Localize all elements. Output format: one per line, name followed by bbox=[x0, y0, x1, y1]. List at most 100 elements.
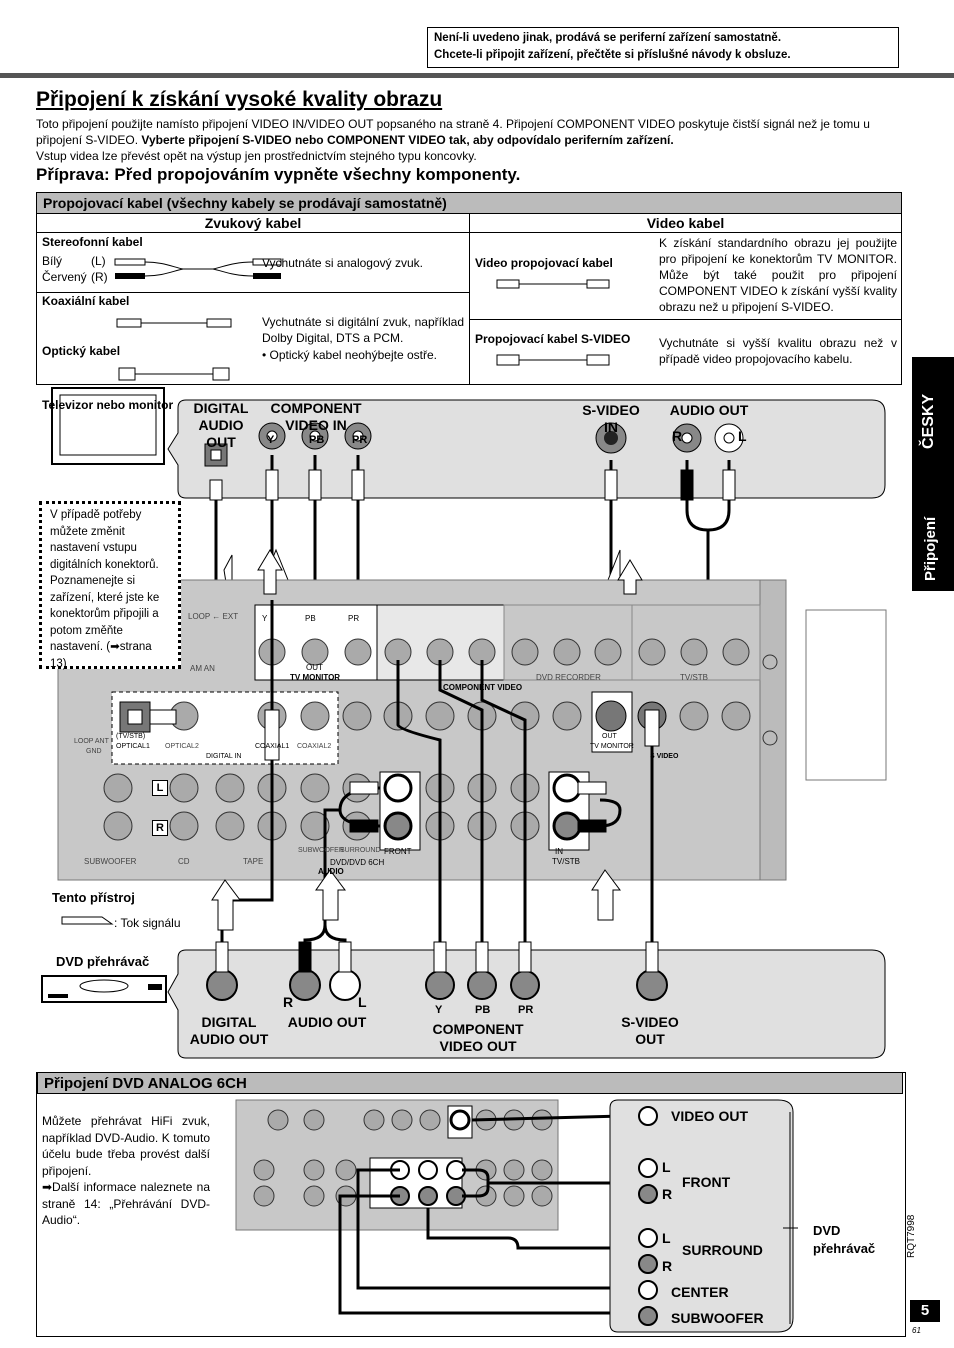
notice-box: Není-li uvedeno jinak, prodává se perife… bbox=[427, 27, 899, 68]
label-in: IN bbox=[555, 847, 563, 856]
dvd-audio-out-label: AUDIO OUT bbox=[287, 1014, 367, 1030]
label-dvd-6ch: DVD/DVD 6CH bbox=[330, 858, 385, 867]
analog6ch-front-l: L bbox=[662, 1159, 671, 1175]
dvd-digital-audio-out-label: DIGITAL AUDIO OUT bbox=[189, 1014, 269, 1047]
label-tape: TAPE bbox=[243, 857, 264, 866]
label-coaxial2: COAXIAL2 bbox=[297, 743, 332, 750]
dvd-y-label: Y bbox=[435, 1004, 443, 1016]
svideo-desc: Vychutnáte si vyšší kvalitu obrazu než v… bbox=[659, 336, 897, 366]
label-optical2: OPTICAL2 bbox=[165, 743, 199, 750]
tv-name: Televizor nebo monitor bbox=[42, 398, 174, 412]
video-cable-label: Video propojovací kabel bbox=[475, 256, 613, 270]
stereo-cable-label: Stereofonní kabel bbox=[42, 235, 143, 249]
signal-legend-text: : Tok signálu bbox=[114, 916, 181, 930]
svideo-cable-label: Propojovací kabel S-VIDEO bbox=[475, 332, 631, 346]
analog6ch-text-2: ➡Další informace naleznete na straně 14:… bbox=[42, 1180, 210, 1227]
tv-pb-label: PB bbox=[309, 434, 325, 446]
tv-audio-out-label: AUDIO OUT bbox=[669, 402, 749, 418]
r-label: (R) bbox=[91, 270, 108, 284]
label-loop-ant: LOOP ANT bbox=[74, 738, 109, 745]
analog6ch-header: Připojení DVD ANALOG 6CH bbox=[37, 1072, 903, 1094]
label-am-ant: AM AN bbox=[190, 664, 215, 673]
cable-table: Propojovací kabel (všechny kabely se pro… bbox=[36, 192, 902, 385]
doc-code: RQT7998 bbox=[906, 1214, 917, 1258]
analog6ch-text: Můžete přehrávat HiFi zvuk, například DV… bbox=[42, 1113, 210, 1229]
tv-l-label: L bbox=[738, 428, 747, 444]
l-label: (L) bbox=[91, 254, 106, 268]
tv-r-label: R bbox=[672, 428, 683, 444]
tv-pr-label: PR bbox=[352, 434, 368, 446]
analog6ch-subwoofer: SUBWOOFER bbox=[671, 1310, 764, 1326]
dvd-component-video-out-label: COMPONENT VIDEO OUT bbox=[432, 1021, 524, 1054]
label-tv-monitor: TV MONITOR bbox=[290, 673, 341, 682]
intro-p1: Toto připojení použijte namísto připojen… bbox=[36, 117, 870, 147]
label-subwoofer: SUBWOOFER bbox=[84, 857, 137, 866]
cable-table-header: Propojovací kabel (všechny kabely se pro… bbox=[37, 193, 901, 213]
notice-line-2: Chcete-li připojit zařízení, přečtěte si… bbox=[434, 49, 791, 61]
video-desc: K získání standardního obrazu jej použij… bbox=[659, 236, 897, 314]
dvd-pb-label: PB bbox=[475, 1004, 491, 1016]
optical-note: • Optický kabel neohýbejte ostře. bbox=[262, 348, 437, 362]
label-y-1: Y bbox=[262, 614, 268, 623]
divider bbox=[37, 232, 901, 233]
white-label: Bílý bbox=[42, 254, 63, 268]
label-tv-stb: TV/STB bbox=[680, 673, 709, 682]
label-r-badge: R bbox=[152, 820, 168, 836]
analog6ch-video-out: VIDEO OUT bbox=[671, 1108, 749, 1124]
tv-digital-audio-out-label: DIGITAL AUDIO OUT bbox=[193, 400, 249, 450]
label-surround: SURROUND bbox=[340, 847, 381, 854]
tv-svideo-in-label: S-VIDEO IN bbox=[582, 402, 640, 435]
dvd-svideo-out-label: S-VIDEO OUT bbox=[621, 1014, 679, 1047]
label-gnd: GND bbox=[86, 748, 102, 755]
label-tv-stb-2: TV/STB bbox=[552, 857, 581, 866]
analog6ch-front-r: R bbox=[662, 1186, 673, 1202]
optical-cable-icon bbox=[118, 367, 230, 381]
page-number: 5 bbox=[910, 1300, 940, 1322]
audio-cable-heading: Zvukový kabel bbox=[204, 215, 302, 231]
label-dvd-recorder: DVD RECORDER bbox=[536, 673, 601, 682]
divider bbox=[37, 292, 469, 293]
label-cd: CD bbox=[178, 857, 190, 866]
video-cable-icon bbox=[496, 279, 610, 289]
intro-p1-bold: Vyberte připojení S-VIDEO nebo COMPONENT… bbox=[141, 133, 674, 147]
prep-subtitle: Příprava: Před propojováním vypněte všec… bbox=[36, 165, 521, 184]
signal-legend-arrow bbox=[61, 916, 114, 925]
label-front: FRONT bbox=[384, 847, 412, 856]
tv-component-video-in-label: COMPONENT VIDEO IN bbox=[270, 400, 362, 433]
label-subwoofer-2: SUBWOOFER bbox=[298, 847, 344, 854]
red-label: Červený bbox=[42, 270, 87, 284]
dvd-l-label: L bbox=[358, 994, 367, 1010]
intro-p2: Vstup videa lze převést opět na výstup j… bbox=[36, 149, 477, 163]
tv-y-label: Y bbox=[267, 434, 275, 446]
analog6ch-dvd-label: DVD přehrávač bbox=[813, 1223, 876, 1256]
coax-cable-icon bbox=[116, 318, 232, 328]
stereo-cable-icon bbox=[114, 258, 282, 279]
label-loop-ext: LOOP ← EXT bbox=[188, 612, 239, 621]
top-rule bbox=[0, 73, 954, 78]
label-tv-monitor-2: TV MONITOR bbox=[590, 743, 634, 750]
page-title: Připojení k získání vysoké kvality obraz… bbox=[36, 88, 443, 111]
page-small: 61 bbox=[912, 1326, 921, 1335]
label-l-badge: L bbox=[152, 780, 168, 796]
dvd-player-name: DVD přehrávač bbox=[56, 954, 150, 969]
divider bbox=[469, 213, 470, 384]
label-pr-1: PR bbox=[348, 614, 360, 623]
analog6ch-surround: SURROUND bbox=[682, 1242, 763, 1258]
notice-line-1: Není-li uvedeno jinak, prodává se perife… bbox=[434, 32, 782, 44]
analog6ch-center: CENTER bbox=[671, 1284, 729, 1300]
label-s-video: S VIDEO bbox=[650, 753, 679, 760]
analog6ch-surround-r: R bbox=[662, 1258, 673, 1274]
language-tab: ČESKY Připojení bbox=[912, 357, 954, 591]
stereo-desc: Vychutnáte si analogový zvuk. bbox=[262, 256, 423, 270]
label-out-2: OUT bbox=[602, 733, 617, 740]
analog6ch-text-1: Můžete přehrávat HiFi zvuk, například DV… bbox=[42, 1114, 210, 1178]
label-out: OUT bbox=[306, 663, 323, 672]
analog6ch-diagram bbox=[235, 1099, 798, 1333]
label-digital-in: DIGITAL IN bbox=[206, 753, 242, 760]
receiver-name: Tento přístroj bbox=[52, 890, 135, 905]
dvd-pr-label: PR bbox=[518, 1004, 534, 1016]
label-tv-stb-p: (TV/STB) bbox=[116, 733, 146, 740]
tv-panel bbox=[167, 399, 886, 499]
svideo-cable-icon bbox=[496, 354, 610, 366]
divider bbox=[470, 319, 901, 320]
